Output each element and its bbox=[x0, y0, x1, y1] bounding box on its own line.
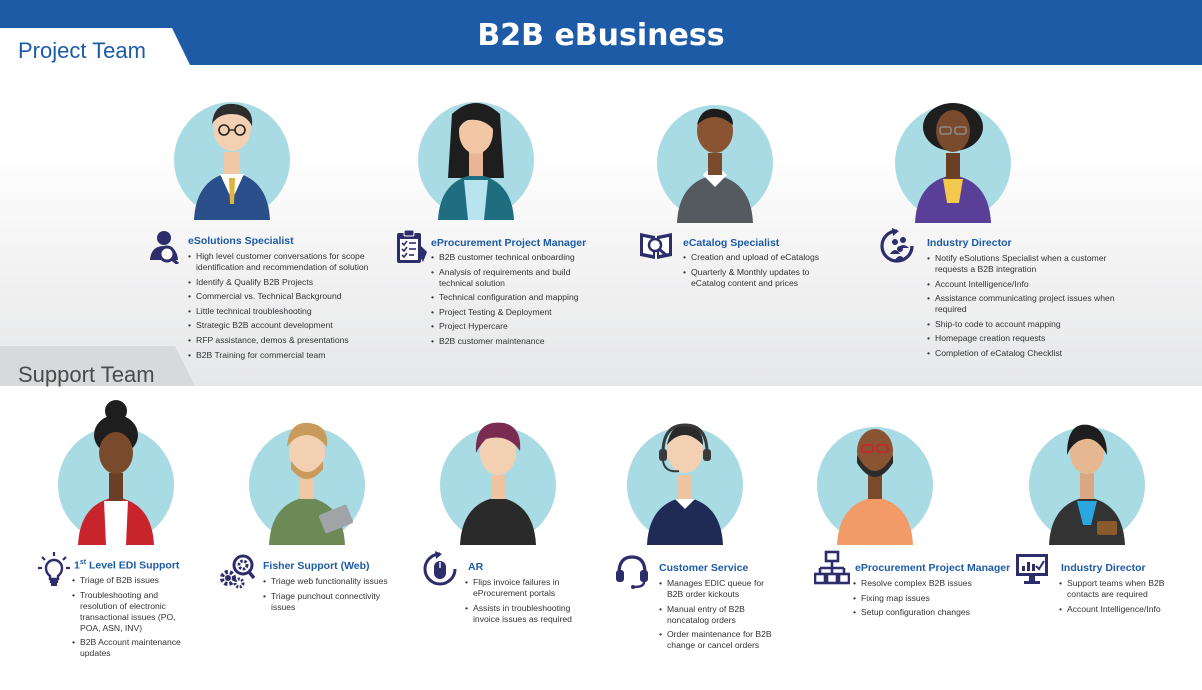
monitor-chart-icon bbox=[1014, 550, 1050, 586]
avatar-ar bbox=[438, 422, 558, 545]
list-item: Assistance communicating project issues … bbox=[927, 293, 1117, 315]
role-title-number: 1 bbox=[74, 559, 80, 572]
avatar-esolutions-specialist bbox=[172, 100, 292, 220]
role-title-ar: AR bbox=[468, 561, 484, 573]
list-item: Project Testing & Deployment bbox=[431, 307, 589, 318]
avatar-industry-director-support bbox=[1027, 424, 1147, 545]
gears-magnifier-icon bbox=[219, 553, 256, 589]
mouse-refresh-icon bbox=[422, 551, 458, 587]
list-item: Analysis of requirements and build techn… bbox=[431, 267, 589, 289]
role-list-customer-service: Manages EDIC queue for B2B order kickout… bbox=[659, 578, 781, 655]
list-item: Manages EDIC queue for B2B order kickout… bbox=[659, 578, 781, 600]
list-item: Triage of B2B issues bbox=[72, 575, 190, 586]
role-title-industry-director-support: Industry Director bbox=[1061, 562, 1146, 574]
list-item: B2B Account maintenance updates bbox=[72, 637, 190, 659]
avatar-customer-service bbox=[625, 423, 745, 545]
role-list-eprocurement-project-manager-support: Resolve complex B2B issues Fixing map is… bbox=[853, 578, 993, 622]
list-item: Commercial vs. Technical Background bbox=[188, 291, 383, 302]
avatar-fisher-support-web bbox=[247, 422, 367, 545]
avatar-eprocurement-project-manager bbox=[416, 100, 536, 220]
list-item: Manual entry of B2B noncatalog orders bbox=[659, 604, 781, 626]
list-item: Triage punchout connectivity issues bbox=[263, 591, 388, 613]
project-team-tab bbox=[0, 28, 190, 65]
list-item: Project Hypercare bbox=[431, 321, 589, 332]
list-item: Order maintenance for B2B change or canc… bbox=[659, 629, 781, 651]
list-item: Homepage creation requests bbox=[927, 333, 1117, 344]
support-team-tab bbox=[0, 346, 195, 386]
headset-icon bbox=[614, 553, 650, 589]
avatar-industry-director-project bbox=[893, 103, 1013, 223]
role-list-first-level-edi-support: Triage of B2B issues Troubleshooting and… bbox=[72, 575, 190, 663]
role-list-esolutions-specialist: High level customer conversations for sc… bbox=[188, 251, 383, 364]
support-team-label: Support Team bbox=[18, 362, 155, 387]
role-title-eprocurement-project-manager: eProcurement Project Manager bbox=[431, 237, 587, 249]
role-title-industry-director-project: Industry Director bbox=[927, 237, 1012, 249]
role-title-ecatalog-specialist: eCatalog Specialist bbox=[683, 237, 780, 249]
role-title-eprocurement-project-manager-support: eProcurement Project Manager bbox=[855, 562, 1011, 574]
list-item: Account Intelligence/Info bbox=[927, 279, 1117, 290]
role-title-fisher-support-web: Fisher Support (Web) bbox=[263, 560, 370, 572]
role-list-industry-director-support: Support teams when B2B contacts are requ… bbox=[1059, 578, 1179, 618]
list-item: Little technical troubleshooting bbox=[188, 306, 383, 317]
list-item: High level customer conversations for sc… bbox=[188, 251, 383, 273]
avatar-ecatalog-specialist bbox=[655, 103, 775, 223]
list-item: Strategic B2B account development bbox=[188, 320, 383, 331]
role-title-customer-service: Customer Service bbox=[659, 562, 749, 574]
lightbulb-icon bbox=[36, 551, 72, 587]
clipboard-checklist-icon bbox=[393, 229, 429, 265]
list-item: Troubleshooting and resolution of electr… bbox=[72, 590, 190, 634]
list-item: Creation and upload of eCatalogs bbox=[683, 252, 823, 263]
list-item: Ship-to code to account mapping bbox=[927, 319, 1117, 330]
list-item: Setup configuration changes bbox=[853, 607, 993, 618]
role-list-eprocurement-project-manager: B2B customer technical onboarding Analys… bbox=[431, 252, 589, 351]
user-search-icon bbox=[148, 228, 184, 266]
list-item: Assists in troubleshooting invoice issue… bbox=[465, 603, 585, 625]
list-item: RFP assistance, demos & presentations bbox=[188, 335, 383, 346]
role-title-ordinal: st bbox=[79, 559, 87, 566]
avatar-first-level-edi-support bbox=[56, 400, 176, 545]
header-banner bbox=[0, 0, 1202, 65]
role-list-industry-director-project: Notify eSolutions Specialist when a cust… bbox=[927, 253, 1117, 363]
list-item: Technical configuration and mapping bbox=[431, 292, 589, 303]
list-item: Fixing map issues bbox=[853, 593, 993, 604]
list-item: B2B Training for commercial team bbox=[188, 350, 383, 361]
project-team-label: Project Team bbox=[18, 38, 146, 63]
list-item: Triage web functionality issues bbox=[263, 576, 388, 587]
group-refresh-icon bbox=[879, 228, 915, 264]
role-title-text: Level EDI Support bbox=[86, 559, 180, 572]
avatar-eprocurement-project-manager-support bbox=[815, 425, 935, 545]
list-item: Account Intelligence/Info bbox=[1059, 604, 1179, 615]
page-title: B2B eBusiness bbox=[477, 18, 725, 53]
role-list-fisher-support-web: Triage web functionality issues Triage p… bbox=[263, 576, 388, 616]
role-title-first-level-edi-support: 1st Level EDI Support bbox=[74, 559, 179, 572]
list-item: Identify & Qualify B2B Projects bbox=[188, 277, 383, 288]
network-hierarchy-icon bbox=[813, 550, 851, 586]
list-item: B2B customer maintenance bbox=[431, 336, 589, 347]
catalog-magnifier-icon bbox=[638, 227, 674, 263]
list-item: Completion of eCatalog Checklist bbox=[927, 348, 1117, 359]
list-item: Quarterly & Monthly updates to eCatalog … bbox=[683, 267, 823, 289]
role-list-ecatalog-specialist: Creation and upload of eCatalogs Quarter… bbox=[683, 252, 823, 292]
list-item: Notify eSolutions Specialist when a cust… bbox=[927, 253, 1117, 275]
role-list-ar: Flips invoice failures in eProcurement p… bbox=[465, 577, 585, 628]
list-item: Flips invoice failures in eProcurement p… bbox=[465, 577, 585, 599]
list-item: B2B customer technical onboarding bbox=[431, 252, 589, 263]
role-title-esolutions-specialist: eSolutions Specialist bbox=[188, 235, 294, 247]
list-item: Resolve complex B2B issues bbox=[853, 578, 993, 589]
list-item: Support teams when B2B contacts are requ… bbox=[1059, 578, 1179, 600]
